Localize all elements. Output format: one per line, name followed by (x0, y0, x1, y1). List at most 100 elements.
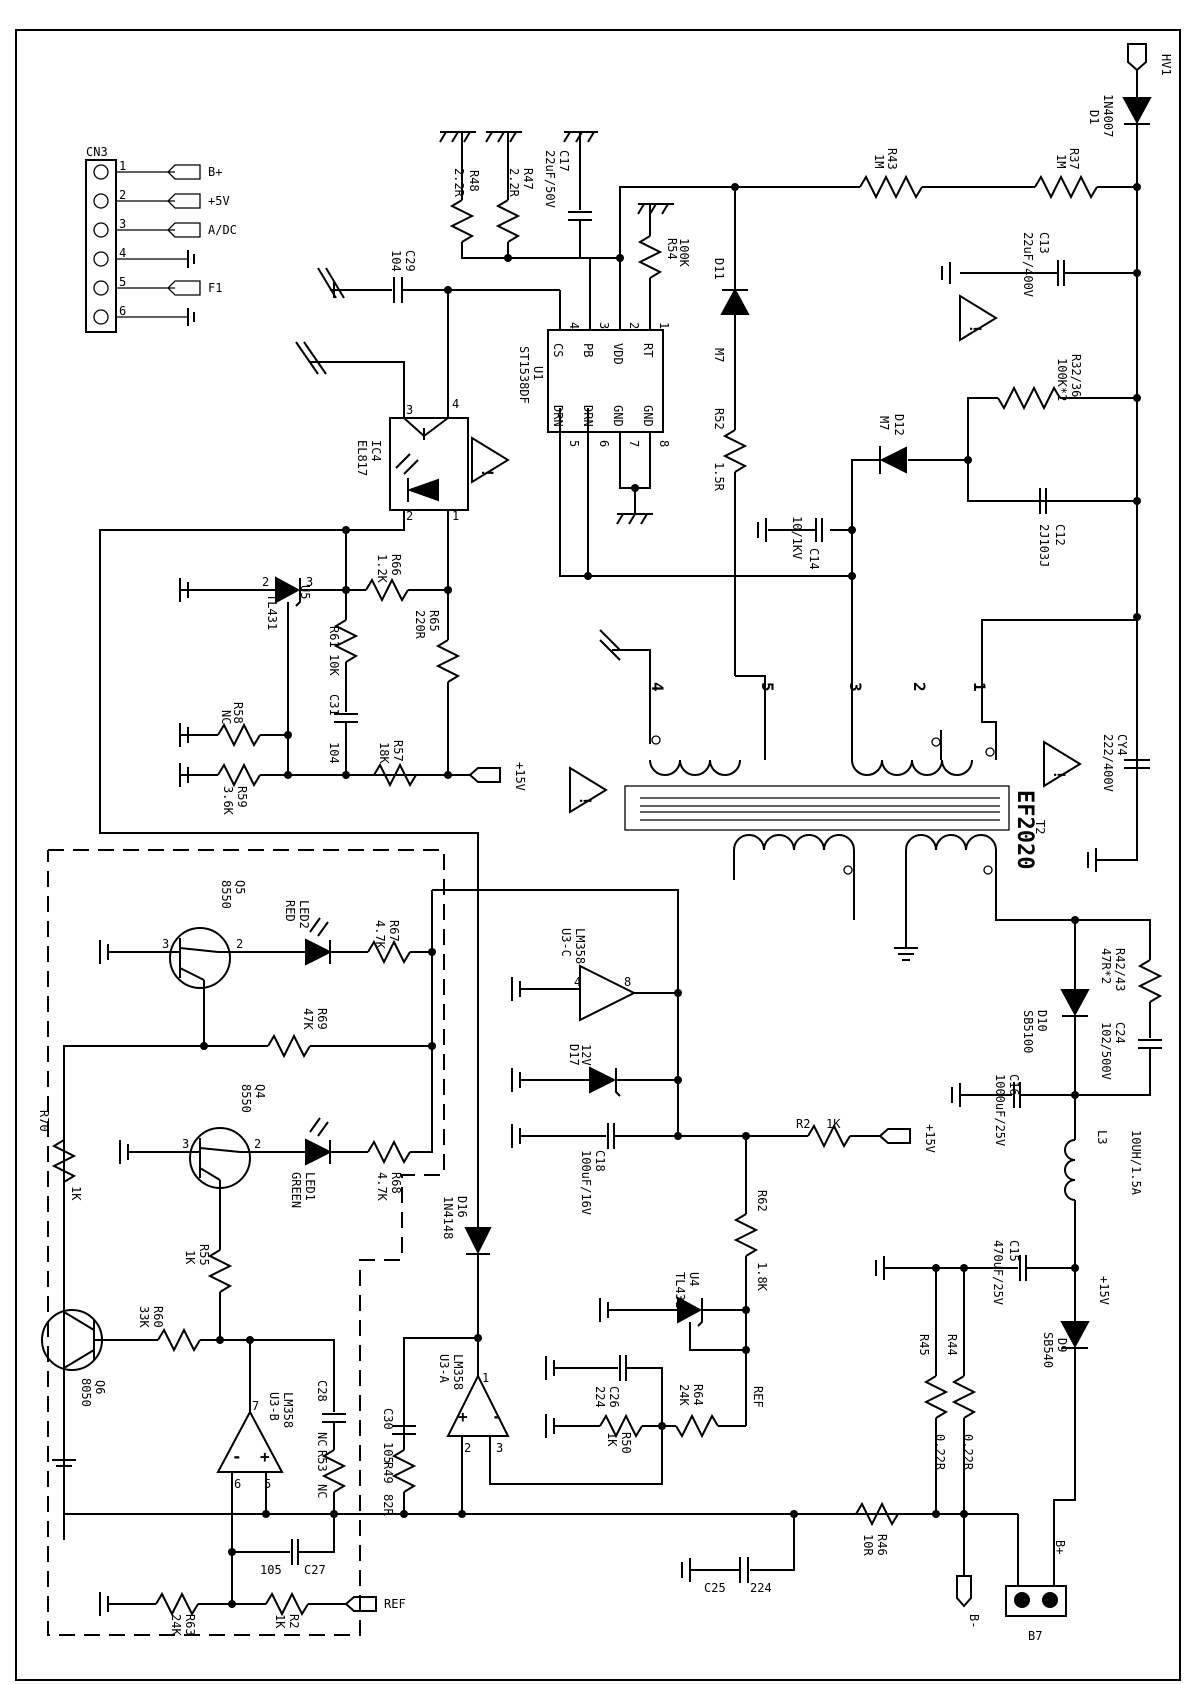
r54-ref: R54 (665, 238, 679, 260)
c26-value: 224 (593, 1386, 607, 1408)
resistor-r43 (859, 174, 923, 200)
resistor-r57 (373, 762, 417, 788)
cn3-pin-5: 5 (119, 275, 126, 289)
u3c-ref: U3-C (559, 928, 573, 957)
r64-value: 24K (677, 1384, 691, 1406)
resistor-r60 (157, 1327, 201, 1353)
r47-value: 2.2R (507, 168, 521, 198)
q5-ref: Q5 (233, 880, 247, 894)
diode-d10-symbol (1060, 989, 1090, 1017)
resistor-r66 (365, 577, 409, 603)
connector-cn3: CN3 1 2 3 4 5 6 B+ +5V A/DC F1 (85, 145, 237, 333)
r32-36-value: 100K*2 (1055, 358, 1069, 401)
u1-pin-pb: PB (581, 343, 595, 357)
svg-text:!: ! (576, 796, 595, 806)
u3b-part: LM358 (281, 1392, 295, 1428)
r69-value: 47K (301, 1008, 315, 1030)
r43-ref: R43 (885, 148, 899, 170)
c24-value: 102/500V (1099, 1022, 1113, 1080)
t2-winding-4: 4 (648, 682, 667, 692)
r53-value: NC (315, 1484, 329, 1498)
c28-value: NC (315, 1432, 329, 1446)
d11-ref: D12 (892, 414, 906, 436)
warning-triangle-2 (569, 766, 608, 814)
cn3-pin-3: 3 (119, 217, 126, 231)
c16-value: 1000uF/25V (993, 1074, 1007, 1146)
c12-ref: C12 (1053, 524, 1067, 546)
ic4-part: EL817 (355, 440, 369, 476)
warning-triangle-1 (959, 294, 998, 342)
r65-value: 220R (413, 610, 427, 640)
led1-symbol (305, 1138, 333, 1166)
drawing-frame (15, 29, 1181, 1681)
d10-value: SB5100 (1021, 1010, 1035, 1053)
q4-pin-2: 2 (254, 1137, 261, 1151)
cn3-pin-4: 4 (119, 246, 126, 260)
d12-ref: D11 (712, 258, 726, 280)
cy4-value: 222/400V (1101, 734, 1115, 792)
u3a-pin-3: 3 (496, 1441, 503, 1455)
t2-winding-2: 2 (910, 682, 929, 692)
resistor-r46 (855, 1501, 899, 1527)
ic4-pin-3: 3 (406, 403, 413, 417)
c24-ref: C24 (1113, 1022, 1127, 1044)
r50-ref: R50 (619, 1432, 633, 1454)
c27-value: 105 (260, 1563, 282, 1577)
r65-ref: R65 (427, 610, 441, 632)
r49-ref: R63 (183, 1614, 197, 1636)
q5-pin-2: 2 (236, 937, 243, 951)
svg-text:-: - (232, 1447, 242, 1466)
resistor-r65 (435, 639, 461, 683)
opamp-u3b (216, 1409, 284, 1473)
cn3-pin-2: 2 (119, 188, 126, 202)
r37-ref: R37 (1067, 148, 1081, 170)
r66-value: 1.2K (375, 554, 389, 584)
resistor-r62 (733, 1213, 759, 1257)
resistor-r45 (923, 1375, 949, 1419)
c17-value: 22uF/50V (543, 150, 557, 208)
resistor-r53 (321, 1449, 347, 1493)
d17-value: 12V (579, 1044, 593, 1066)
r60-ref: R60 (151, 1306, 165, 1328)
feedback-network: U5 TL431 2 3 R66 1.2K R61 10K C31 104 R6… (179, 530, 527, 816)
c25-value: 224 (750, 1581, 772, 1595)
r45-value: 0.22R (933, 1434, 947, 1471)
u1-pin-gnd1: GND (611, 405, 625, 427)
t2-winding-3: 3 (846, 682, 865, 692)
optocoupler-ic4: 3 4 2 1 IC4 EL817 ! (99, 290, 510, 1228)
svg-text:!: ! (966, 324, 985, 334)
r59-value: 3.6K (221, 786, 235, 816)
resistor-r50 (599, 1413, 643, 1439)
net-15v-out: +15V (1097, 1276, 1111, 1305)
l3-value: 10UH/1.5A (1129, 1130, 1143, 1196)
net-ref-input: REF (384, 1597, 406, 1611)
diode-d9-symbol (1060, 1321, 1090, 1349)
transistor-q5 (169, 927, 231, 989)
d10-ref: D10 (1035, 1010, 1049, 1032)
led2-ref: LED2 (297, 900, 311, 929)
u1-pin-rt: RT (641, 343, 655, 357)
c18-value: 100uF/16V (579, 1150, 593, 1215)
c30-ref: C30 (381, 1408, 395, 1430)
r61-value: 10K (327, 654, 341, 676)
svg-text:!: ! (478, 468, 497, 478)
c13-value: 22uF/400V (1021, 232, 1035, 297)
indicator-block-outline (47, 849, 445, 1636)
c30-value: 105 (381, 1442, 395, 1464)
c15-ref: C15 (1007, 1240, 1021, 1262)
u1-pin-gnd2: GND (641, 405, 655, 427)
net-ref-u4: REF (751, 1386, 765, 1408)
r42-43-ref: R42/43 (1113, 948, 1127, 991)
snubber: R32/36 100K*2 D12 M7 C12 2J103J C14 10/1… (559, 354, 1137, 650)
diode-d16-symbol (464, 1227, 492, 1255)
u3c-part: LM358 (573, 928, 587, 964)
u1-num-1: 1 (657, 322, 671, 329)
r56-ref: R49 (381, 1462, 395, 1484)
r48-ref: R48 (467, 170, 481, 192)
r66-ref: R66 (389, 554, 403, 576)
u3b-pin-7: 7 (252, 1399, 259, 1413)
resistor-r69 (267, 1033, 311, 1059)
r69-ref: R69 (315, 1008, 329, 1030)
r37-value: 1M (1054, 154, 1068, 168)
t2-ref: T2 (1033, 820, 1047, 834)
